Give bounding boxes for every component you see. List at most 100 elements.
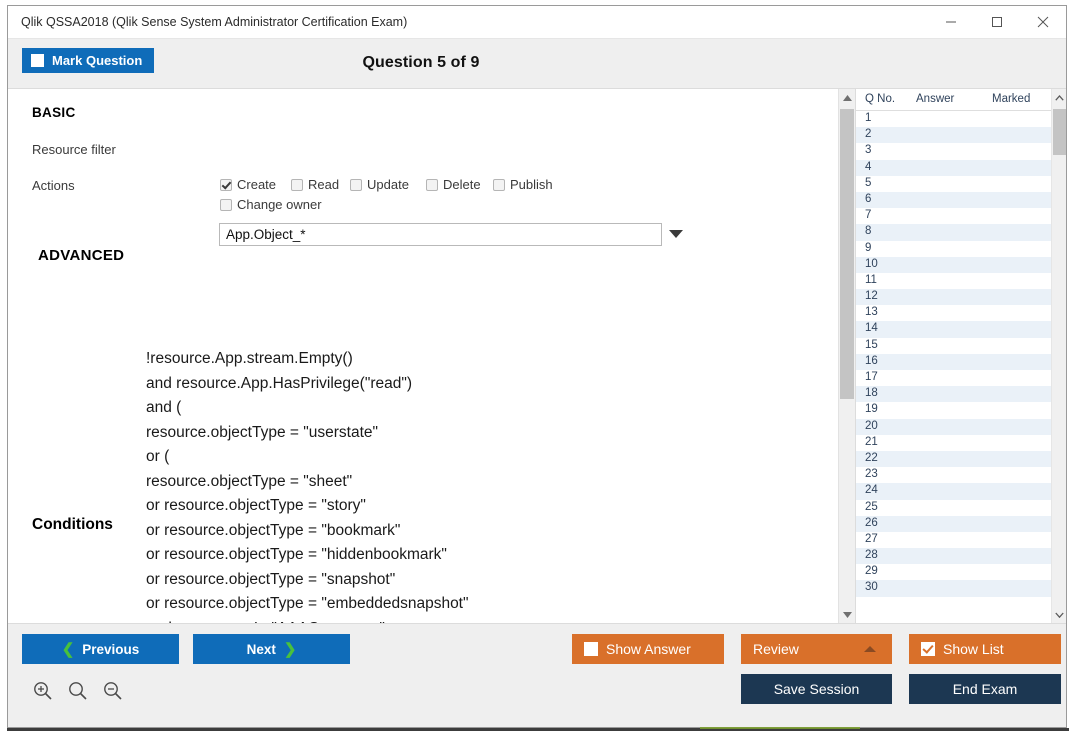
table-row[interactable]: 2 xyxy=(856,127,1051,144)
scroll-down-icon[interactable] xyxy=(1052,606,1066,623)
table-row[interactable]: 7 xyxy=(856,208,1051,224)
resource-filter-input[interactable]: App.Object_* xyxy=(219,223,662,246)
action-checkbox-read[interactable]: Read xyxy=(291,177,339,192)
row-question-number: 4 xyxy=(865,160,872,173)
action-checkbox-create[interactable]: Create xyxy=(220,177,276,192)
minimize-icon[interactable] xyxy=(928,6,974,38)
table-row[interactable]: 26 xyxy=(856,515,1051,532)
table-row[interactable]: 29 xyxy=(856,564,1051,580)
table-row[interactable]: 14 xyxy=(856,321,1051,338)
row-question-number: 24 xyxy=(865,484,878,497)
mark-question-button[interactable]: Mark Question xyxy=(22,48,155,73)
save-session-button[interactable]: Save Session xyxy=(741,674,892,704)
action-label: Read xyxy=(308,177,340,192)
review-label: Review xyxy=(753,641,799,657)
table-row[interactable]: 6 xyxy=(856,191,1051,209)
exam-window: Qlik QSSA2018 (Qlik Sense System Adminis… xyxy=(7,5,1067,728)
window-shadow xyxy=(7,728,1069,731)
zoom-in-icon[interactable] xyxy=(32,680,54,702)
table-row[interactable]: 20 xyxy=(856,418,1051,435)
question-list-scrollbar[interactable] xyxy=(1051,89,1066,623)
action-checkbox-update[interactable]: Update xyxy=(350,177,409,192)
conditions-code: !resource.App.stream.Empty() and resourc… xyxy=(146,350,469,623)
table-row[interactable]: 10 xyxy=(856,256,1051,273)
show-list-button[interactable]: Show List xyxy=(909,634,1061,664)
table-row[interactable]: 12 xyxy=(856,289,1051,306)
question-list-header: Q No. Answer Marked xyxy=(856,89,1066,111)
table-row[interactable]: 16 xyxy=(856,353,1051,370)
mark-question-label: Mark Question xyxy=(52,53,143,68)
content-scrollbar[interactable] xyxy=(838,89,855,623)
chevron-down-icon[interactable] xyxy=(669,230,683,238)
resource-filter-value: App.Object_* xyxy=(226,227,306,242)
previous-label: Previous xyxy=(82,641,140,657)
row-question-number: 12 xyxy=(865,290,878,303)
next-button[interactable]: Next ❯ xyxy=(193,634,350,664)
table-row[interactable]: 24 xyxy=(856,483,1051,500)
row-question-number: 16 xyxy=(865,354,878,367)
row-question-number: 14 xyxy=(865,322,878,335)
table-row[interactable]: 27 xyxy=(856,532,1051,548)
table-row[interactable]: 13 xyxy=(856,305,1051,321)
checkbox-icon[interactable] xyxy=(350,178,362,191)
row-question-number: 30 xyxy=(865,581,878,594)
table-row[interactable]: 28 xyxy=(856,548,1051,565)
action-label: Delete xyxy=(443,177,481,192)
maximize-icon[interactable] xyxy=(974,6,1020,38)
end-exam-button[interactable]: End Exam xyxy=(909,674,1061,704)
row-question-number: 17 xyxy=(865,371,878,383)
row-question-number: 9 xyxy=(865,241,872,254)
row-question-number: 10 xyxy=(865,257,878,270)
scroll-thumb[interactable] xyxy=(1053,109,1066,155)
table-row[interactable]: 17 xyxy=(856,370,1051,386)
chevron-right-icon: ❯ xyxy=(283,641,297,658)
scroll-thumb[interactable] xyxy=(840,109,854,399)
zoom-out-icon[interactable] xyxy=(102,680,124,702)
previous-button[interactable]: ❮ Previous xyxy=(22,634,179,664)
table-row[interactable]: 22 xyxy=(856,450,1051,468)
show-list-checkbox-icon[interactable] xyxy=(921,642,935,656)
table-row[interactable]: 5 xyxy=(856,176,1051,192)
checkbox-icon[interactable] xyxy=(291,178,303,191)
scroll-up-icon[interactable] xyxy=(839,89,855,106)
zoom-reset-icon[interactable] xyxy=(67,680,89,702)
title-bar: Qlik QSSA2018 (Qlik Sense System Adminis… xyxy=(8,6,1066,39)
table-row[interactable]: 18 xyxy=(856,386,1051,403)
end-exam-label: End Exam xyxy=(952,681,1018,697)
show-answer-button[interactable]: Show Answer xyxy=(572,634,724,664)
table-row[interactable]: 19 xyxy=(856,402,1051,418)
row-question-number: 19 xyxy=(865,403,878,416)
table-row[interactable]: 25 xyxy=(856,500,1051,516)
show-list-label: Show List xyxy=(943,641,1004,657)
table-row[interactable]: 11 xyxy=(856,273,1051,289)
checkbox-icon[interactable] xyxy=(220,178,232,191)
mark-question-checkbox-icon[interactable] xyxy=(31,54,44,67)
checkbox-icon[interactable] xyxy=(220,198,232,211)
checkbox-icon[interactable] xyxy=(426,178,438,191)
table-row[interactable]: 8 xyxy=(856,224,1051,241)
row-question-number: 8 xyxy=(865,225,872,238)
action-checkbox-delete[interactable]: Delete xyxy=(426,177,481,192)
table-row[interactable]: 21 xyxy=(856,435,1051,451)
checkbox-icon[interactable] xyxy=(493,178,505,191)
table-row[interactable]: 30 xyxy=(856,580,1051,597)
action-checkbox-change-owner[interactable]: Change owner xyxy=(220,197,322,212)
action-label: Publish xyxy=(510,177,553,192)
table-row[interactable]: 9 xyxy=(856,241,1051,257)
table-row[interactable]: 23 xyxy=(856,467,1051,483)
table-row[interactable]: 4 xyxy=(856,159,1051,176)
action-checkbox-publish[interactable]: Publish xyxy=(493,177,553,192)
action-label: Update xyxy=(367,177,409,192)
action-label: Change owner xyxy=(237,197,322,212)
table-row[interactable]: 15 xyxy=(856,338,1051,354)
close-icon[interactable] xyxy=(1020,6,1066,38)
show-answer-checkbox-icon[interactable] xyxy=(584,642,598,656)
page-title: Question 5 of 9 xyxy=(362,54,480,71)
review-dropdown[interactable]: Review xyxy=(741,634,892,664)
scroll-down-icon[interactable] xyxy=(839,606,855,623)
table-row[interactable]: 1 xyxy=(856,111,1051,127)
table-row[interactable]: 3 xyxy=(856,143,1051,159)
scroll-up-icon[interactable] xyxy=(1052,89,1066,106)
conditions-label: Conditions xyxy=(32,516,113,533)
